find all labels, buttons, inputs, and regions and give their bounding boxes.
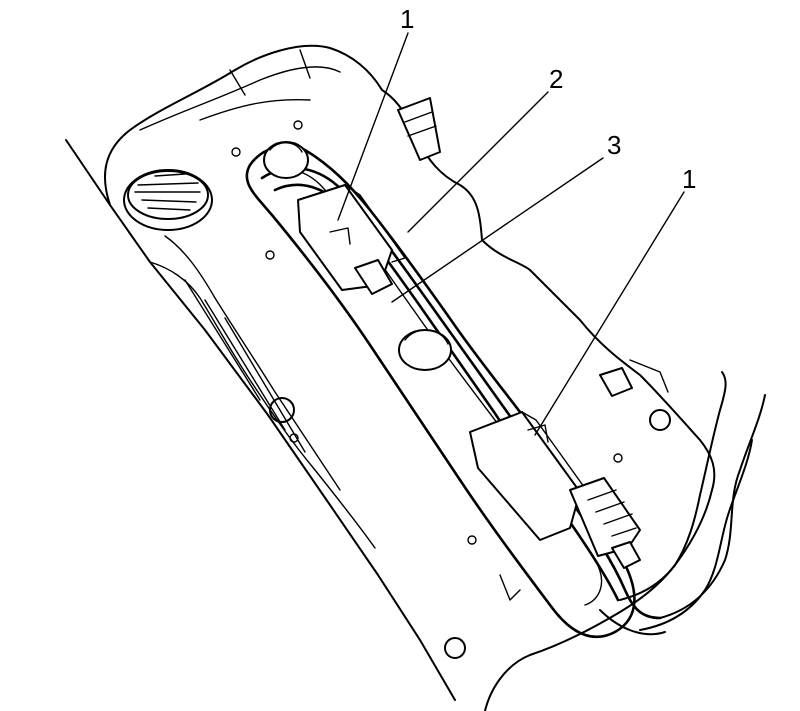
leader-line-2 [407, 91, 549, 233]
leader-line-3 [391, 157, 604, 303]
upper-ignition-coil [263, 141, 406, 295]
bolt-details [231, 120, 671, 659]
lower-ignition-coil [398, 329, 641, 569]
side-connector [397, 97, 633, 397]
callout-3: 3 [607, 130, 621, 160]
leader-line-1-top [337, 32, 409, 221]
leader-lines [337, 32, 685, 436]
callout-1-top: 1 [400, 4, 414, 34]
callout-1-lower: 1 [682, 164, 696, 194]
leader-line-1-lower [534, 191, 685, 436]
callout-2: 2 [549, 64, 563, 94]
oil-filler-cap [123, 169, 213, 231]
